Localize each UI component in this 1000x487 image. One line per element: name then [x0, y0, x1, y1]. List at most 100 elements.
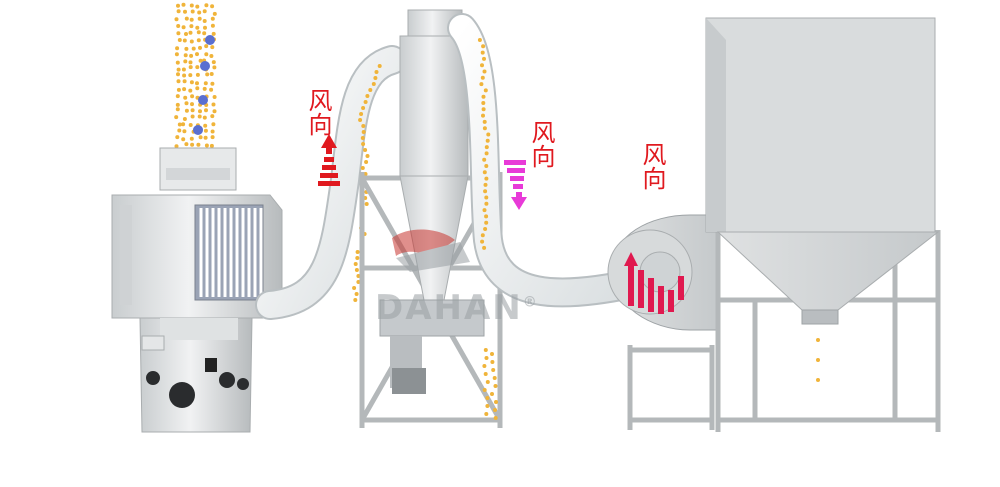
material-particle — [484, 195, 489, 200]
material-particle — [355, 250, 360, 254]
material-particle — [482, 170, 487, 175]
material-particle — [189, 3, 194, 8]
material-particle — [190, 142, 195, 147]
material-particles-blue — [193, 35, 215, 135]
material-particle — [182, 73, 187, 78]
material-particle — [190, 94, 195, 99]
wind-direction-label-1: 风向 — [304, 88, 332, 136]
material-particle — [210, 129, 215, 134]
material-particle — [483, 88, 488, 93]
material-particle — [189, 53, 194, 58]
material-particle — [176, 9, 181, 14]
material-particle — [494, 400, 498, 404]
material-particle — [483, 372, 488, 376]
material-particle — [202, 19, 207, 23]
material-particle — [816, 358, 820, 362]
material-particle — [356, 274, 361, 278]
material-particle — [196, 38, 201, 43]
material-particle — [481, 94, 486, 99]
material-particle — [365, 154, 370, 158]
material-particle — [205, 72, 210, 77]
material-particle — [174, 17, 179, 22]
material-particle — [358, 118, 363, 122]
material-particle — [485, 404, 490, 408]
material-particle — [210, 16, 215, 21]
material-particle — [360, 136, 365, 140]
material-particle — [210, 45, 215, 50]
material-particle — [356, 280, 361, 284]
material-particle — [202, 31, 207, 36]
registered-mark: ® — [522, 294, 539, 311]
brand-watermark-text: DAHAN® — [375, 288, 539, 328]
material-particle — [484, 176, 489, 181]
material-particle — [188, 73, 193, 78]
material-particle — [195, 4, 200, 9]
material-particle — [184, 16, 189, 21]
material-particle — [175, 102, 180, 107]
material-particle — [203, 25, 207, 30]
material-particle — [483, 182, 488, 187]
material-particle — [175, 60, 180, 65]
material-particle — [492, 376, 497, 380]
material-particle — [212, 65, 217, 70]
material-particle — [482, 157, 487, 162]
material-particle — [484, 220, 489, 225]
material-particle — [210, 114, 215, 119]
material-particle — [210, 4, 215, 9]
brand-watermark-name: DAHAN — [375, 288, 523, 328]
material-particle — [189, 39, 194, 44]
material-particle — [182, 38, 187, 43]
material-particle — [183, 9, 187, 14]
material-particle — [195, 25, 200, 30]
material-particle — [176, 79, 181, 84]
material-particle — [484, 356, 489, 360]
material-particle — [188, 65, 193, 70]
material-particle — [482, 69, 487, 74]
material-particle — [361, 142, 366, 146]
material-particle — [182, 79, 187, 84]
material-particle — [202, 9, 207, 14]
material-particle — [176, 87, 181, 92]
material-particle — [352, 286, 357, 290]
material-particle — [360, 166, 365, 170]
material-particle — [482, 56, 486, 61]
material-particle — [480, 239, 485, 244]
material-particle — [195, 86, 200, 91]
material-particle — [209, 87, 214, 92]
material-particle — [485, 138, 490, 143]
material-particle — [371, 82, 376, 86]
material-stream-inlet — [174, 2, 217, 149]
material-particle — [174, 144, 179, 149]
material-particle — [482, 245, 487, 250]
material-particle — [480, 233, 485, 238]
material-particle — [204, 143, 209, 148]
material-particle — [484, 201, 489, 206]
material-particle — [211, 122, 216, 127]
material-particle — [195, 52, 199, 57]
material-particle — [196, 30, 201, 35]
material-particle — [191, 46, 196, 51]
wind-direction-label-3: 风向 — [638, 142, 666, 190]
material-particle — [184, 108, 189, 113]
material-particle — [482, 388, 487, 392]
material-particle — [477, 38, 482, 42]
material-particle — [195, 72, 200, 77]
material-particle — [203, 123, 208, 128]
material-particle — [482, 119, 487, 124]
material-particle — [195, 65, 200, 70]
material-particle — [210, 135, 215, 140]
centrifugal-fan — [607, 214, 719, 430]
material-particle — [365, 94, 370, 98]
material-particle — [176, 31, 181, 36]
material-particle — [198, 135, 203, 140]
material-particle — [353, 262, 358, 266]
material-particle — [196, 142, 201, 147]
material-particle — [493, 384, 498, 388]
material-particle — [190, 102, 194, 107]
wind-arrow-fan-icon — [624, 252, 684, 314]
material-particle — [354, 292, 359, 296]
material-particle — [184, 101, 189, 106]
material-particle — [189, 17, 194, 22]
